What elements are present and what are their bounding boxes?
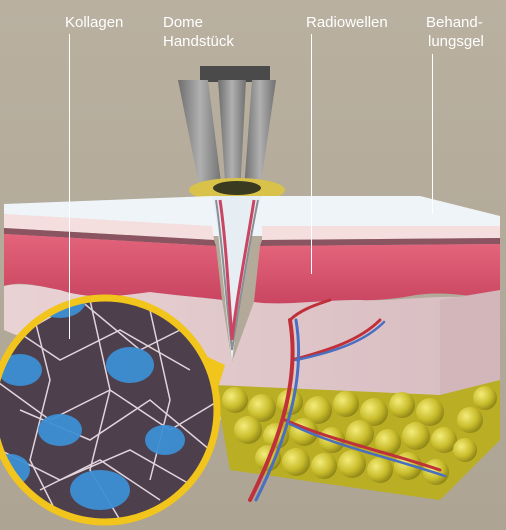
label-dome-line2: Handstück — [163, 32, 234, 51]
leader-kollagen — [69, 34, 70, 339]
leader-behandlungsgel — [432, 54, 433, 214]
label-radiowellen: Radiowellen — [306, 13, 388, 32]
leader-radiowellen — [311, 34, 312, 274]
label-behand-line2: lungsgel — [428, 32, 484, 51]
label-behand-line1: Behand- — [426, 13, 483, 32]
label-kollagen: Kollagen — [65, 13, 123, 32]
label-dome-line1: Dome — [163, 13, 203, 32]
